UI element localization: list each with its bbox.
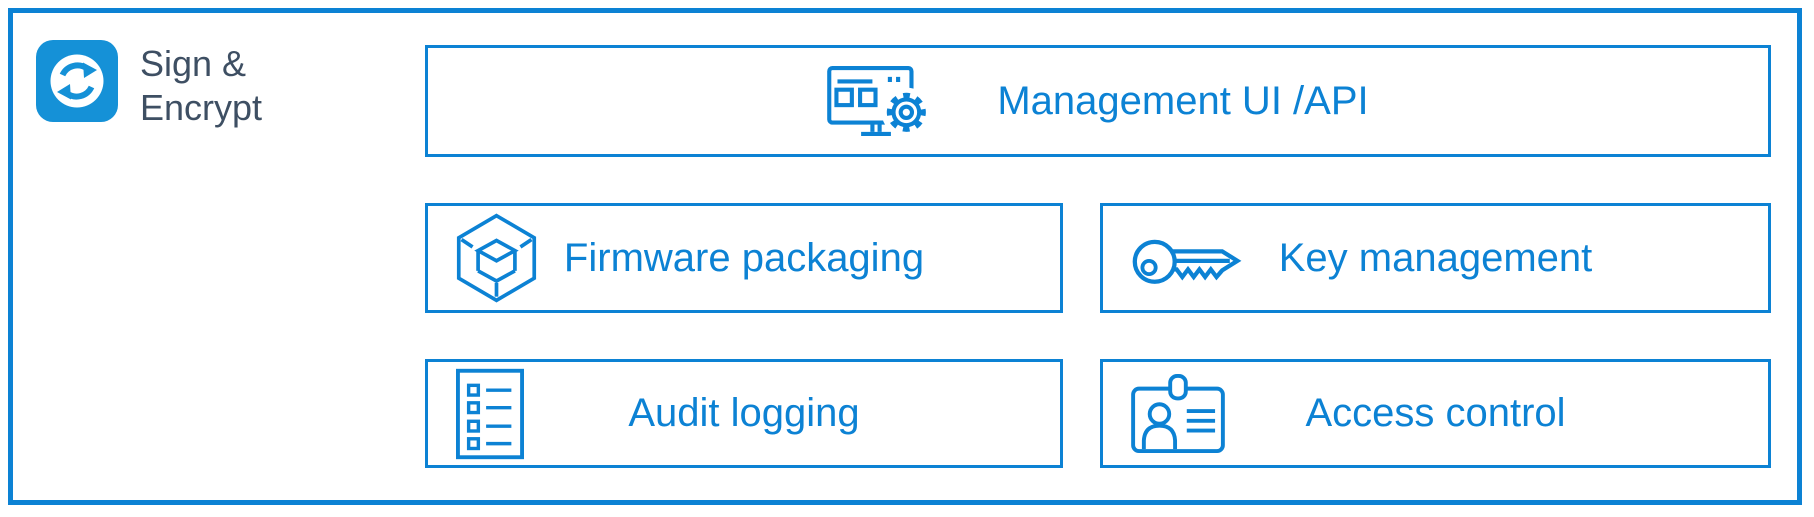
management-ui-api-label: Management UI /API <box>997 78 1369 123</box>
audit-logging-box: Audit logging <box>425 359 1063 468</box>
key-management-box: Key management <box>1100 203 1771 313</box>
management-ui-gear-icon <box>827 66 932 137</box>
outer-boundary-frame <box>8 8 1802 505</box>
diagram-title: Sign & Encrypt <box>140 40 262 130</box>
audit-log-list-icon <box>456 368 524 459</box>
access-control-box: Access control <box>1100 359 1771 468</box>
audit-logging-label: Audit logging <box>628 391 860 435</box>
firmware-package-cube-icon <box>456 213 537 303</box>
diagram-title-line1: Sign & <box>140 43 247 84</box>
id-badge-icon <box>1131 373 1225 453</box>
firmware-packaging-label: Firmware packaging <box>563 235 925 280</box>
management-ui-api-box: Management UI /API <box>425 45 1771 157</box>
access-control-label: Access control <box>1305 391 1566 435</box>
brand-block: Sign & Encrypt <box>36 40 262 130</box>
key-management-label: Key management <box>1278 235 1593 280</box>
firmware-packaging-box: Firmware packaging <box>425 203 1063 313</box>
sign-encrypt-sync-icon <box>36 40 118 122</box>
key-icon <box>1132 239 1242 284</box>
diagram-title-line2: Encrypt <box>140 87 263 128</box>
